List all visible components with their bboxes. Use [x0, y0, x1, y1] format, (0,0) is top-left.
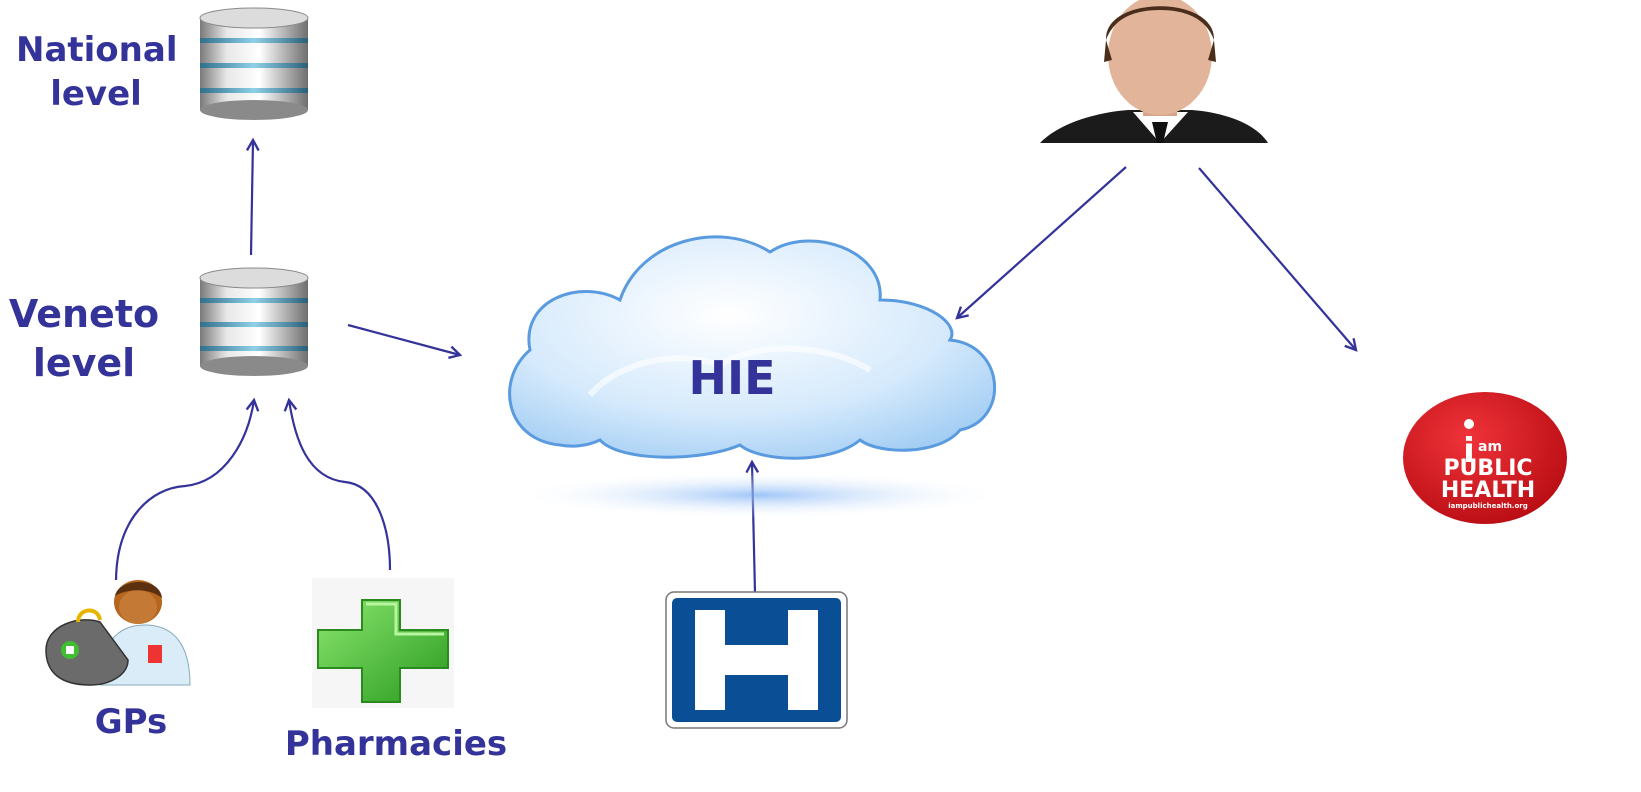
hospital-sign-icon [665, 591, 848, 729]
arrow-person-to-hie [957, 166, 1127, 318]
logo-public-text: PUBLIC [1443, 456, 1532, 481]
veneto-label-line1: Veneto [8, 292, 160, 336]
arrow-veneto-to-national [251, 140, 253, 256]
pharmacy-cross-icon [312, 578, 454, 708]
person-icon [1040, 0, 1268, 143]
logo-i-text: i [1463, 431, 1475, 471]
pharmacies-label: Pharmacies [284, 724, 508, 764]
national-level-label: National level [16, 28, 178, 116]
arrow-person-to-public-health [1198, 167, 1356, 350]
national-label-line1: National [16, 30, 178, 70]
public-health-logo: i am PUBLIC HEALTH iampublichealth.org [1403, 392, 1567, 524]
logo-health-text: HEALTH [1441, 478, 1535, 503]
hie-cloud-icon [508, 235, 996, 460]
arrow-pharmacies-to-veneto [289, 400, 392, 571]
national-label-line2: level [50, 74, 142, 115]
gps-label: GPs [94, 702, 168, 742]
logo-url-text: iampublichealth.org [1448, 502, 1528, 510]
cloud-glow [510, 471, 1010, 519]
logo-am-text: am [1478, 439, 1502, 455]
hie-label: HIE [688, 351, 775, 405]
veneto-level-label: Veneto level [4, 290, 164, 389]
arrow-veneto-to-hie [347, 323, 460, 355]
veneto-database-icon [199, 267, 309, 376]
national-database-icon [199, 7, 309, 120]
doctor-icon [42, 580, 191, 688]
veneto-label-line2: level [32, 341, 136, 386]
arrow-gps-to-veneto [114, 400, 254, 583]
